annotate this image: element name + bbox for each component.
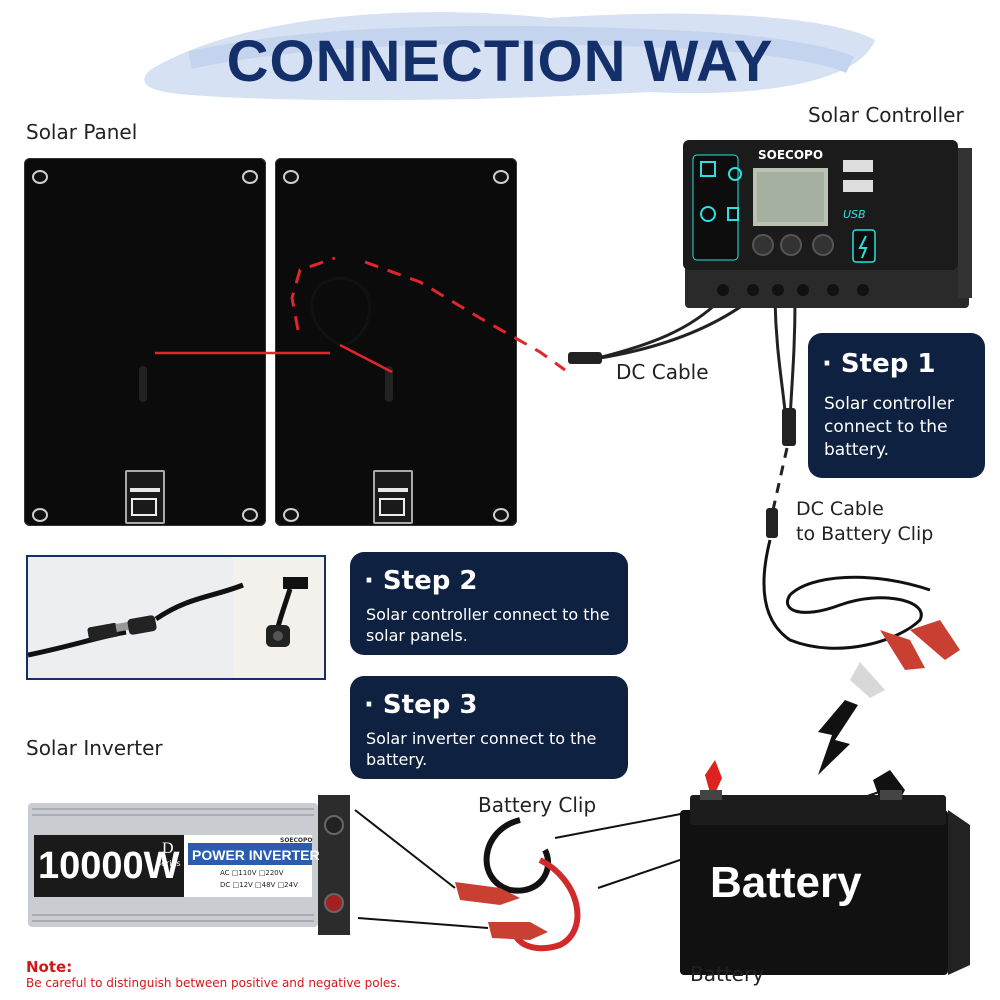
- solar-panel-label: Solar Panel: [26, 120, 138, 144]
- battery-device: Battery: [680, 790, 980, 980]
- dashed-wire: [364, 260, 566, 372]
- solar-controller-device: SOECOPO USB: [683, 140, 973, 310]
- panel-connector: [385, 366, 393, 402]
- note-text: Be careful to distinguish between positi…: [26, 976, 401, 990]
- step-2-text-line: solar panels.: [366, 626, 468, 645]
- mount-hole: [493, 170, 509, 184]
- junction-box: [373, 470, 413, 524]
- mount-hole: [32, 170, 48, 184]
- inverter-brand: SOECOPO: [280, 837, 313, 844]
- step-2-title: · Step 2: [364, 566, 478, 596]
- step-3-card: · Step 3 Solar inverter connect to the b…: [350, 676, 628, 779]
- step-3-text-line: battery.: [366, 750, 428, 769]
- mount-hole: [283, 170, 299, 184]
- note: Note: Be careful to distinguish between …: [26, 958, 400, 990]
- controller-usb-label: USB: [843, 208, 866, 221]
- step-2-card: · Step 2 Solar controller connect to the…: [350, 552, 628, 655]
- power-inverter-device: 10000W D Series SOECOPO POWER INVERTER A…: [28, 795, 350, 935]
- dc-cable-label: DC Cable: [616, 360, 709, 384]
- controller-brand: SOECOPO: [758, 148, 824, 162]
- dc-cable-battery-clip-label-line2: to Battery Clip: [796, 523, 934, 545]
- red-wire-line: [339, 343, 393, 374]
- step-1-card: · Step 1 Solar controller connect to the…: [808, 333, 985, 478]
- mount-hole: [32, 508, 48, 522]
- mount-hole: [283, 508, 299, 522]
- battery-clip-black-cable: [483, 817, 552, 894]
- title-brush-background: [144, 12, 876, 101]
- note-title: Note:: [26, 958, 73, 976]
- mount-hole: [493, 508, 509, 522]
- step-1-text-line: connect to the: [824, 417, 948, 437]
- arrow-down-icon: [818, 700, 858, 775]
- mount-hole: [242, 508, 258, 522]
- battery-clip-red-cable: [511, 857, 581, 952]
- battery-clip-red: [488, 922, 548, 940]
- dc-cable-battery-clip-label-line1: DC Cable: [796, 498, 884, 520]
- clip-red: [880, 630, 925, 670]
- battery-clip-label: Battery Clip: [478, 793, 597, 817]
- step-2-text-line: Solar controller connect to the: [366, 605, 610, 624]
- inverter-dc-line: DC □12V □48V □24V: [220, 881, 298, 889]
- dashed-wire: [290, 256, 336, 331]
- mount-hole: [242, 170, 258, 184]
- page-title: CONNECTION WAY: [226, 29, 774, 94]
- dc-connector-photo: [26, 555, 326, 680]
- panel-connector: [139, 366, 147, 402]
- step-1-title: · Step 1: [822, 349, 936, 379]
- step-1-text-line: Solar controller: [824, 394, 954, 414]
- dc-cable: [597, 298, 722, 360]
- solar-controller-label: Solar Controller: [808, 103, 964, 127]
- battery-label: Battery: [690, 962, 765, 986]
- inverter-product-name: POWER INVERTER: [192, 847, 320, 863]
- inverter-series-letter: D: [162, 840, 174, 857]
- battery-clip-red: [455, 882, 520, 905]
- solar-inverter-label: Solar Inverter: [26, 736, 163, 760]
- inverter-wattage: 10000W: [38, 845, 180, 887]
- step-3-title: · Step 3: [364, 690, 478, 720]
- step-1-text-line: battery.: [824, 440, 890, 460]
- battery-body-text: Battery: [710, 858, 862, 907]
- junction-box: [125, 470, 165, 524]
- solar-panel-left: [24, 158, 266, 526]
- step-3-text-line: Solar inverter connect to the: [366, 729, 597, 748]
- inverter-series-word: Series: [156, 859, 181, 868]
- inverter-ac-line: AC □110V □220V: [220, 869, 284, 877]
- y-cable: [310, 276, 372, 347]
- solar-panel-right: [275, 158, 517, 526]
- dc-plug: [568, 352, 602, 364]
